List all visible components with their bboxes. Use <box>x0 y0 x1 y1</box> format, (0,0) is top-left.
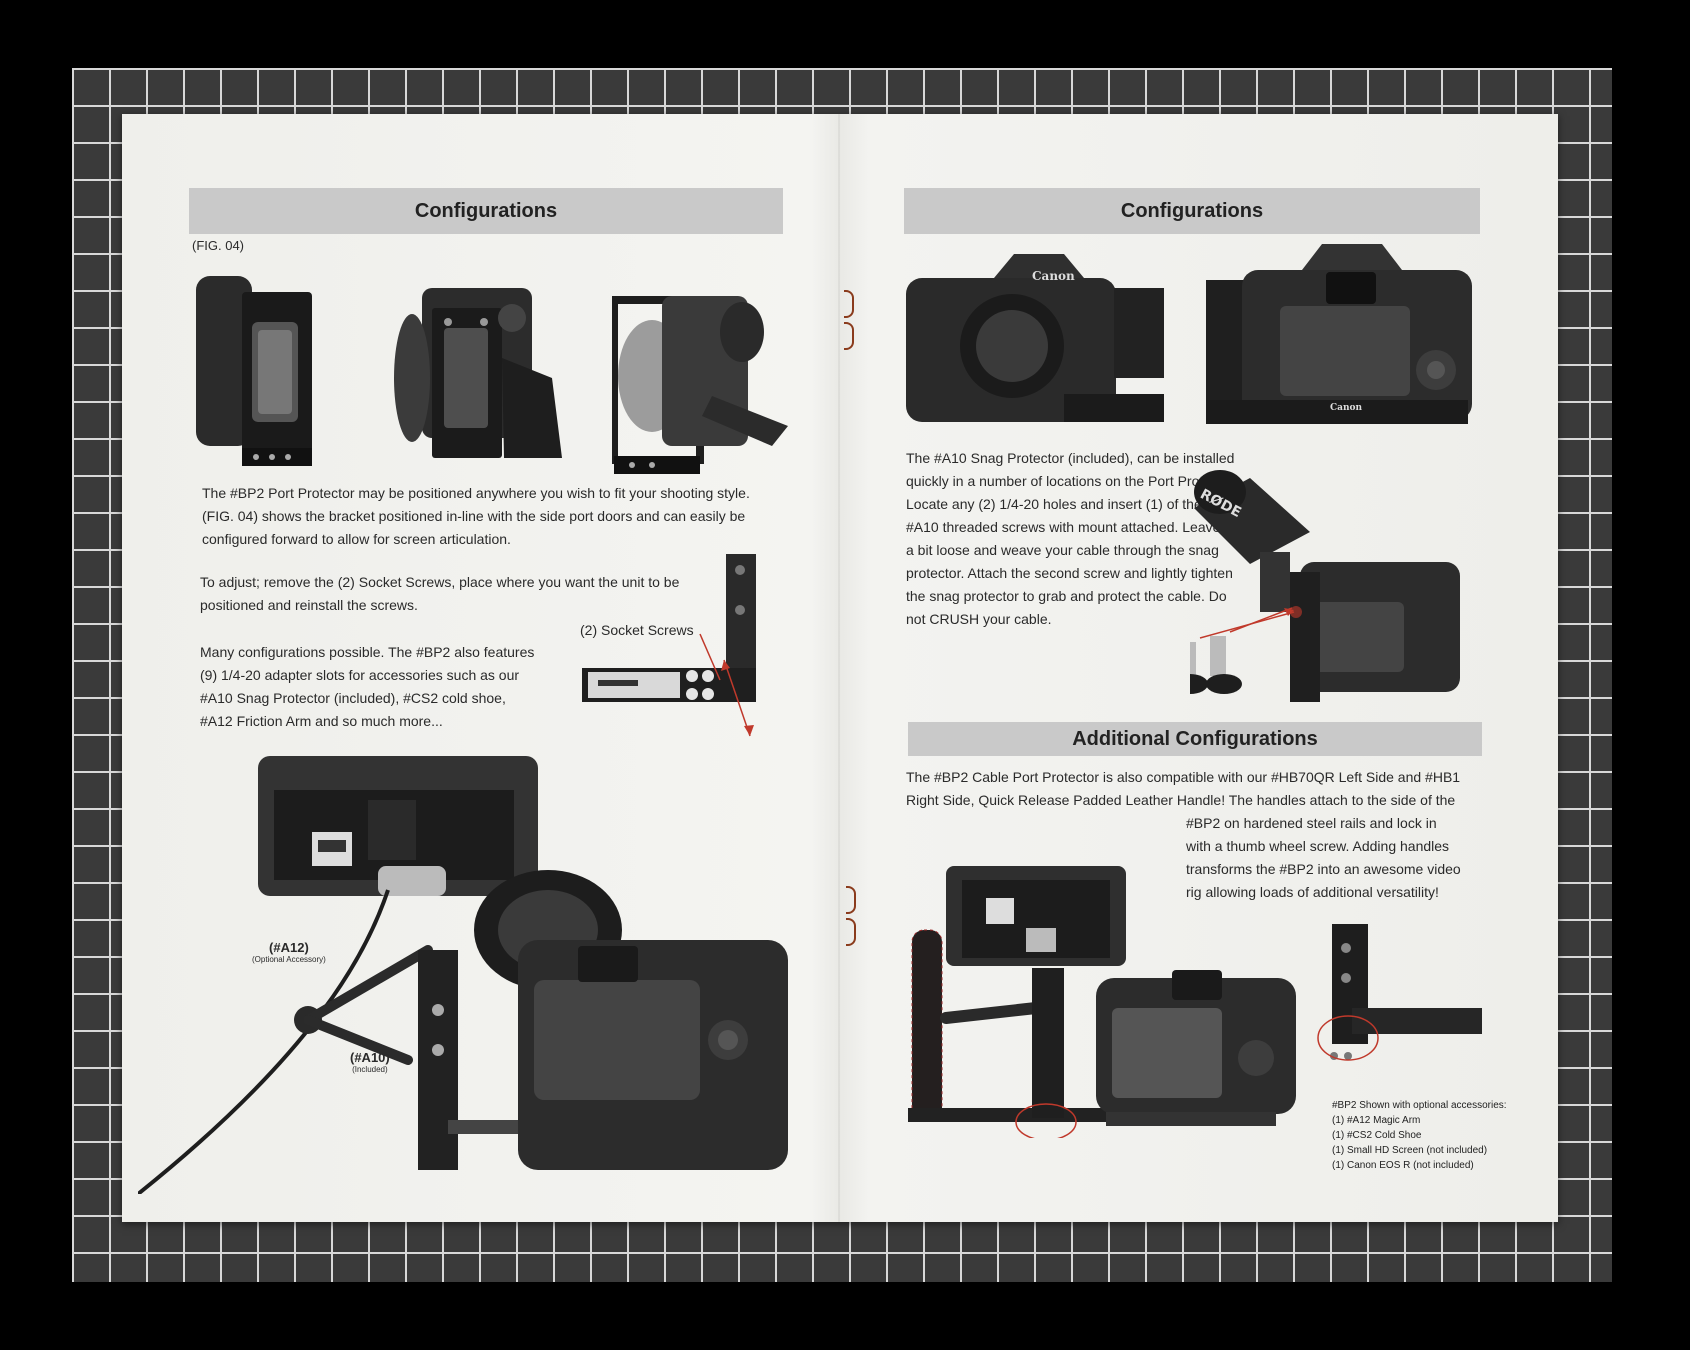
staple-top <box>844 290 854 318</box>
left-paragraph-1: The #BP2 Port Protector may be positione… <box>202 485 750 547</box>
accessories-note: #BP2 Shown with optional accessories: (1… <box>1332 1100 1507 1171</box>
canon-front-photo-with-bracket: Canon <box>904 248 1166 430</box>
left-paragraph-2: To adjust; remove the (2) Socket Screws,… <box>200 574 680 613</box>
additional-configurations-heading: Additional Configurations <box>908 722 1482 756</box>
left-heading: Configurations <box>189 188 783 234</box>
right-paragraph-2-indented: #BP2 on hardened steel rails and lock in… <box>1186 815 1461 900</box>
staple-bottom <box>846 886 856 914</box>
snag-protector-photo-with-mic: RØDE <box>1190 462 1490 706</box>
bracket-with-handle-mount-photo <box>1312 918 1488 1068</box>
label-a10: (#A10) (Included) <box>350 1050 390 1074</box>
handle-rig-photo <box>906 858 1316 1138</box>
canon-back-photo-with-bracket: Canon <box>1202 240 1478 430</box>
fig-label: (FIG. 04) <box>192 238 245 253</box>
bracket-photo <box>578 550 778 740</box>
canon-logo-front: Canon <box>1032 269 1075 283</box>
right-paragraph-1: The #A10 Snag Protector (included), can … <box>906 450 1238 627</box>
socket-screws-callout: (2) Socket Screws <box>580 622 694 638</box>
fig04-camera-photo-1 <box>192 262 322 468</box>
canon-logo-back: Canon <box>1330 403 1363 413</box>
staple-top-2 <box>844 322 854 350</box>
center-fold <box>838 114 840 1222</box>
staple-bottom-2 <box>846 918 856 946</box>
right-heading: Configurations <box>904 188 1480 234</box>
right-paragraph-2-full: The #BP2 Cable Port Protector is also co… <box>906 769 1461 808</box>
fig04-camera-photo-2 <box>392 278 562 468</box>
rig-photo-with-monitor-and-arm <box>138 750 788 1194</box>
left-paragraph-3: Many configurations possible. The #BP2 a… <box>200 644 535 729</box>
fig04-camera-photo-3 <box>612 286 792 482</box>
label-a12: (#A12) (Optional Accessory) <box>252 940 326 964</box>
